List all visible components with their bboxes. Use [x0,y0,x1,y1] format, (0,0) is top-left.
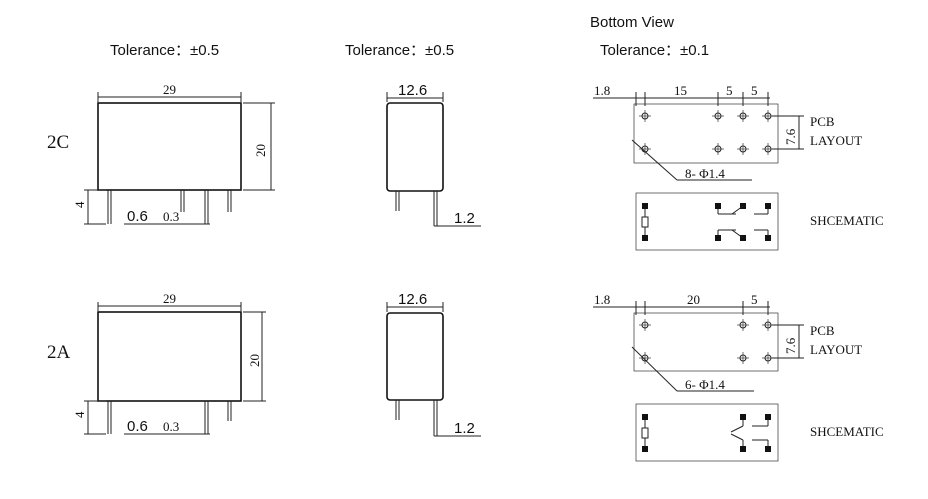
pcb-hole [737,352,749,364]
side-view: 12.6 1.2 [386,291,481,437]
pcb-hole [712,110,724,122]
relay-body [97,102,242,191]
height-dimension: 20 [253,144,268,157]
pin-width-dimension: 0.6 [127,208,148,225]
height-dimension: 20 [247,354,262,367]
pin-length-dimension: 4 [72,201,87,208]
side-width-dimension: 12.6 [398,291,427,308]
variant-2c: 2C 29 20 4 0.6 0.3 [47,82,884,251]
side-pin-offset-dimension: 1.2 [454,420,475,437]
pcb-spacing-1: 15 [674,83,687,98]
width-dimension: 29 [163,291,176,306]
schematic-outline [635,403,779,462]
pcb-outline [633,312,779,372]
pcb-hole [762,319,774,331]
pcb-label-line-2: LAYOUT [810,342,862,357]
side-view: 12.6 1.2 [386,82,481,227]
pin-thickness-dimension: 0.3 [163,419,179,434]
pcb-hole [737,319,749,331]
pcb-spacing-1: 20 [687,292,700,307]
variant-name: 2A [47,342,71,363]
pcb-outline [633,103,779,164]
pcb-hole [737,143,749,155]
pin-length-dimension: 4 [72,411,87,418]
pcb-label-line-1: PCB [810,323,835,338]
pcb-hole [639,352,651,364]
coil-icon [641,427,649,439]
pcb-hole [639,319,651,331]
hole-note: 8- Φ1.4 [685,166,725,181]
pcb-edge-dimension: 1.8 [594,292,610,307]
pcb-layout: 1.8 20 5 7.6 PCB LAYOUT 6- Φ1.4 [593,292,862,392]
pcb-spacing-3: 5 [751,83,758,98]
relay-side-body [386,102,444,192]
schematic: SHCEMATIC [635,192,884,251]
front-tolerance: Tolerance：±0.5 [110,42,219,59]
variant-2a: 2A 29 20 4 0.6 0.3 [47,291,884,462]
bottom-tolerance: Tolerance：±0.1 [600,42,709,59]
pcb-row-pitch: 7.6 [783,128,798,145]
coil-icon [641,216,649,228]
pcb-label-line-2: LAYOUT [810,133,862,148]
pcb-hole [639,110,651,122]
front-view: 29 20 4 0.6 0.3 [72,291,266,435]
pcb-hole [712,143,724,155]
front-view: 29 20 4 0.6 0.3 [72,82,275,225]
width-dimension: 29 [163,82,176,97]
pcb-spacing-2: 5 [751,292,758,307]
pcb-row-pitch: 7.6 [783,337,798,354]
schematic-outline [635,192,779,251]
variant-name: 2C [47,132,69,153]
switch-contact [731,205,744,215]
bottom-view-label: Bottom View [590,14,674,31]
pcb-hole [762,110,774,122]
pcb-edge-dimension: 1.8 [594,83,610,98]
relay-body [97,311,242,402]
pin-thickness-dimension: 0.3 [163,209,179,224]
schematic-label: SHCEMATIC [810,213,884,228]
pcb-label-line-1: PCB [810,114,835,129]
pcb-hole [737,110,749,122]
hole-leader-line [631,346,678,392]
side-pin-offset-dimension: 1.2 [454,210,475,227]
hole-leader-line [631,139,678,181]
schematic: SHCEMATIC [635,403,884,462]
switch-contact [730,433,744,441]
pcb-spacing-2: 5 [726,83,733,98]
switch-contact [730,425,744,433]
pcb-layout: 1.8 15 5 5 7.6 PCB LAYOUT 8- Φ1.4 [593,83,862,181]
side-width-dimension: 12.6 [398,82,427,99]
schematic-label: SHCEMATIC [810,424,884,439]
switch-contact [731,229,744,239]
pin-width-dimension: 0.6 [127,418,148,435]
hole-note: 6- Φ1.4 [685,377,725,392]
relay-side-body [386,312,444,401]
pcb-hole [639,143,651,155]
side-tolerance: Tolerance：±0.5 [345,42,454,59]
